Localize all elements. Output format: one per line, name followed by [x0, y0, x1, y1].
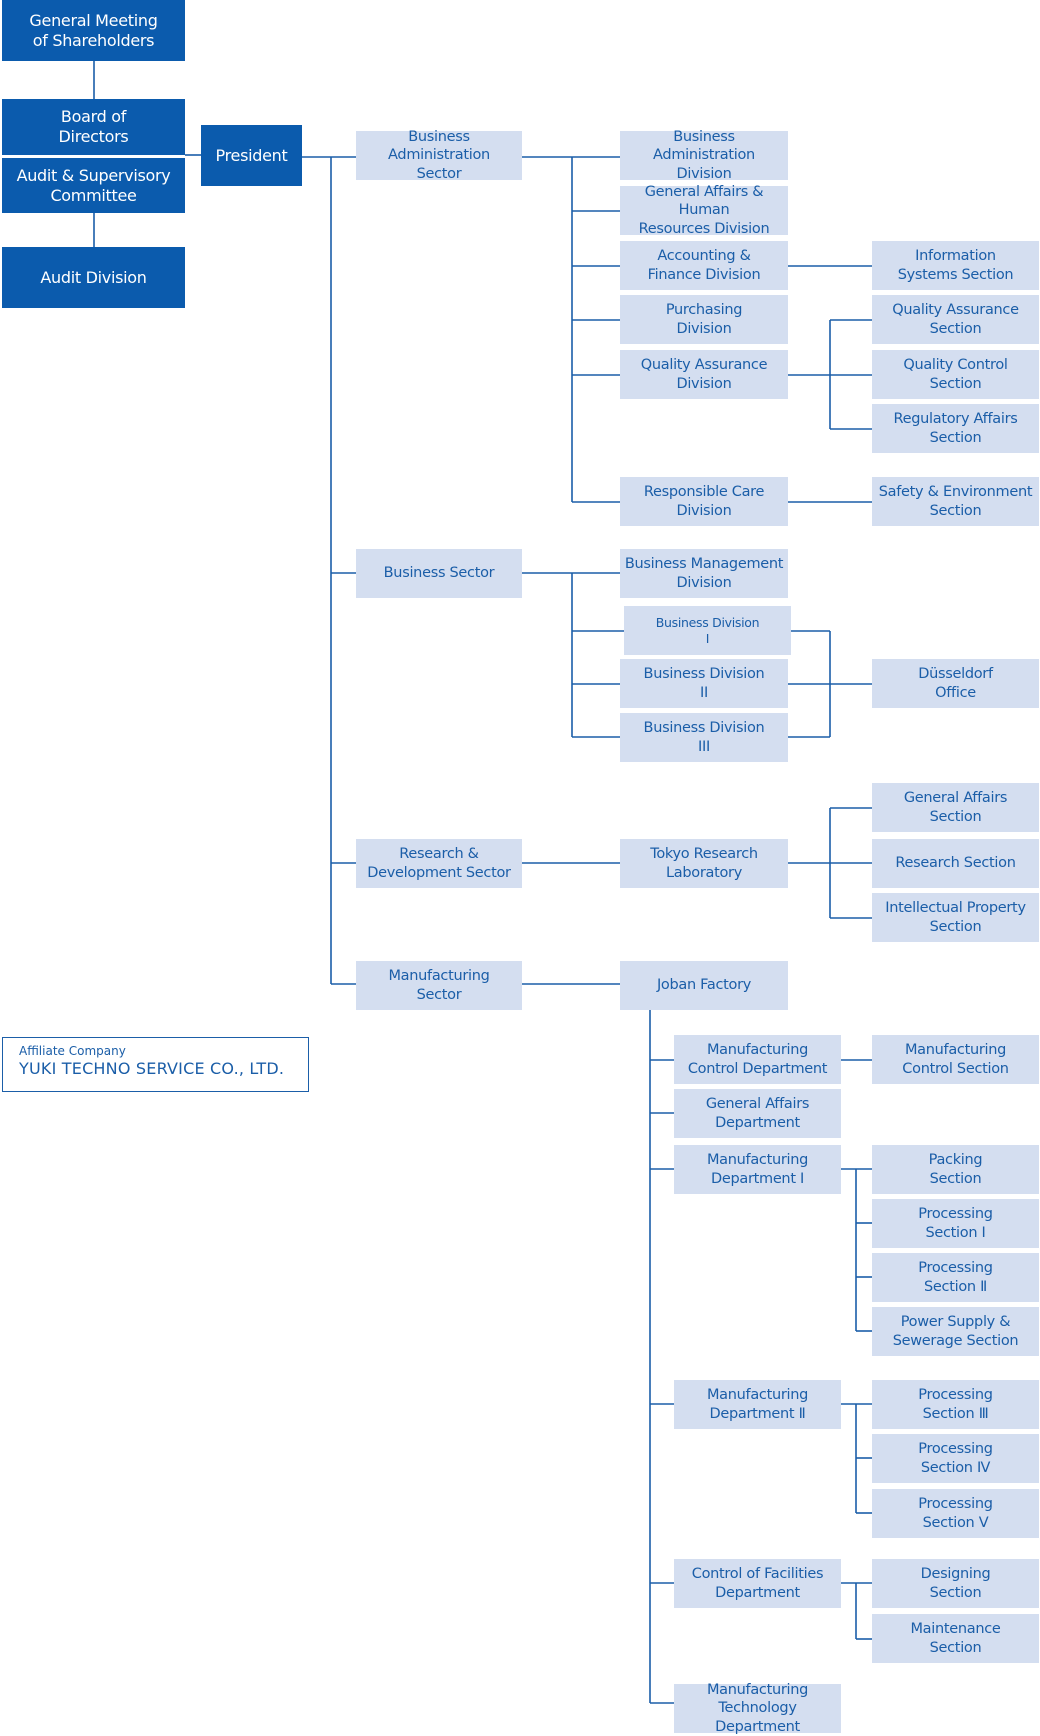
packing-section-box: Packing Section [872, 1145, 1039, 1194]
control-of-facilities-department-box: Control of Facilities Department [674, 1559, 841, 1608]
affiliate-label: Affiliate Company [19, 1044, 126, 1058]
business-division-2-box: Business Division II [620, 659, 788, 708]
affiliate-company-box: Affiliate Company YUKI TECHNO SERVICE CO… [2, 1037, 309, 1092]
processing-section-1-box: Processing Section Ⅰ [872, 1199, 1039, 1248]
general-affairs-department-box: General Affairs Department [674, 1089, 841, 1138]
audit-division-box: Audit Division [2, 247, 185, 308]
information-systems-section-box: Information Systems Section [872, 241, 1039, 290]
manufacturing-control-section-box: Manufacturing Control Section [872, 1035, 1039, 1084]
business-division-3-box: Business Division III [620, 713, 788, 762]
accounting-finance-division-box: Accounting & Finance Division [620, 241, 788, 290]
safety-environment-section-box: Safety & Environment Section [872, 477, 1039, 526]
research-section-box: Research Section [872, 839, 1039, 888]
rd-general-affairs-section-box: General Affairs Section [872, 783, 1039, 832]
business-management-division-box: Business Management Division [620, 549, 788, 598]
responsible-care-division-box: Responsible Care Division [620, 477, 788, 526]
president-box: President [201, 125, 302, 186]
quality-assurance-division-box: Quality Assurance Division [620, 350, 788, 399]
purchasing-division-box: Purchasing Division [620, 295, 788, 344]
power-supply-sewerage-section-box: Power Supply & Sewerage Section [872, 1307, 1039, 1356]
business-division-1-box: Business Division I [624, 606, 791, 655]
board-of-directors-box: Board of Directors [2, 99, 185, 155]
audit-committee-box: Audit & Supervisory Committee [2, 158, 185, 213]
manufacturing-technology-department-box: Manufacturing Technology Department [674, 1682, 841, 1735]
processing-section-2-box: Processing Section Ⅱ [872, 1253, 1039, 1302]
manufacturing-control-department-box: Manufacturing Control Department [674, 1035, 841, 1084]
maintenance-section-box: Maintenance Section [872, 1614, 1039, 1663]
intellectual-property-section-box: Intellectual Property Section [872, 893, 1039, 942]
processing-section-3-box: Processing Section Ⅲ [872, 1380, 1039, 1429]
business-administration-sector-box: Business Administration Sector [356, 129, 522, 182]
tokyo-research-laboratory-box: Tokyo Research Laboratory [620, 839, 788, 888]
regulatory-affairs-section-box: Regulatory Affairs Section [872, 404, 1039, 453]
processing-section-4-box: Processing Section Ⅳ [872, 1434, 1039, 1483]
manufacturing-department-2-box: Manufacturing Department Ⅱ [674, 1380, 841, 1429]
business-sector-box: Business Sector [356, 549, 522, 598]
affiliate-name: YUKI TECHNO SERVICE CO., LTD. [19, 1059, 285, 1079]
general-meeting-box: General Meeting of Shareholders [2, 0, 185, 61]
business-administration-division-box: Business Administration Division [620, 129, 788, 182]
quality-control-section-box: Quality Control Section [872, 350, 1039, 399]
joban-factory-box: Joban Factory [620, 961, 788, 1010]
general-affairs-hr-division-box: General Affairs & Human Resources Divisi… [620, 184, 788, 237]
quality-assurance-section-box: Quality Assurance Section [872, 295, 1039, 344]
processing-section-5-box: Processing Section Ⅴ [872, 1489, 1039, 1538]
manufacturing-department-1-box: Manufacturing Department Ⅰ [674, 1145, 841, 1194]
dusseldorf-office-box: Düsseldorf Office [872, 659, 1039, 708]
research-development-sector-box: Research & Development Sector [356, 839, 522, 888]
designing-section-box: Designing Section [872, 1559, 1039, 1608]
manufacturing-sector-box: Manufacturing Sector [356, 961, 522, 1010]
